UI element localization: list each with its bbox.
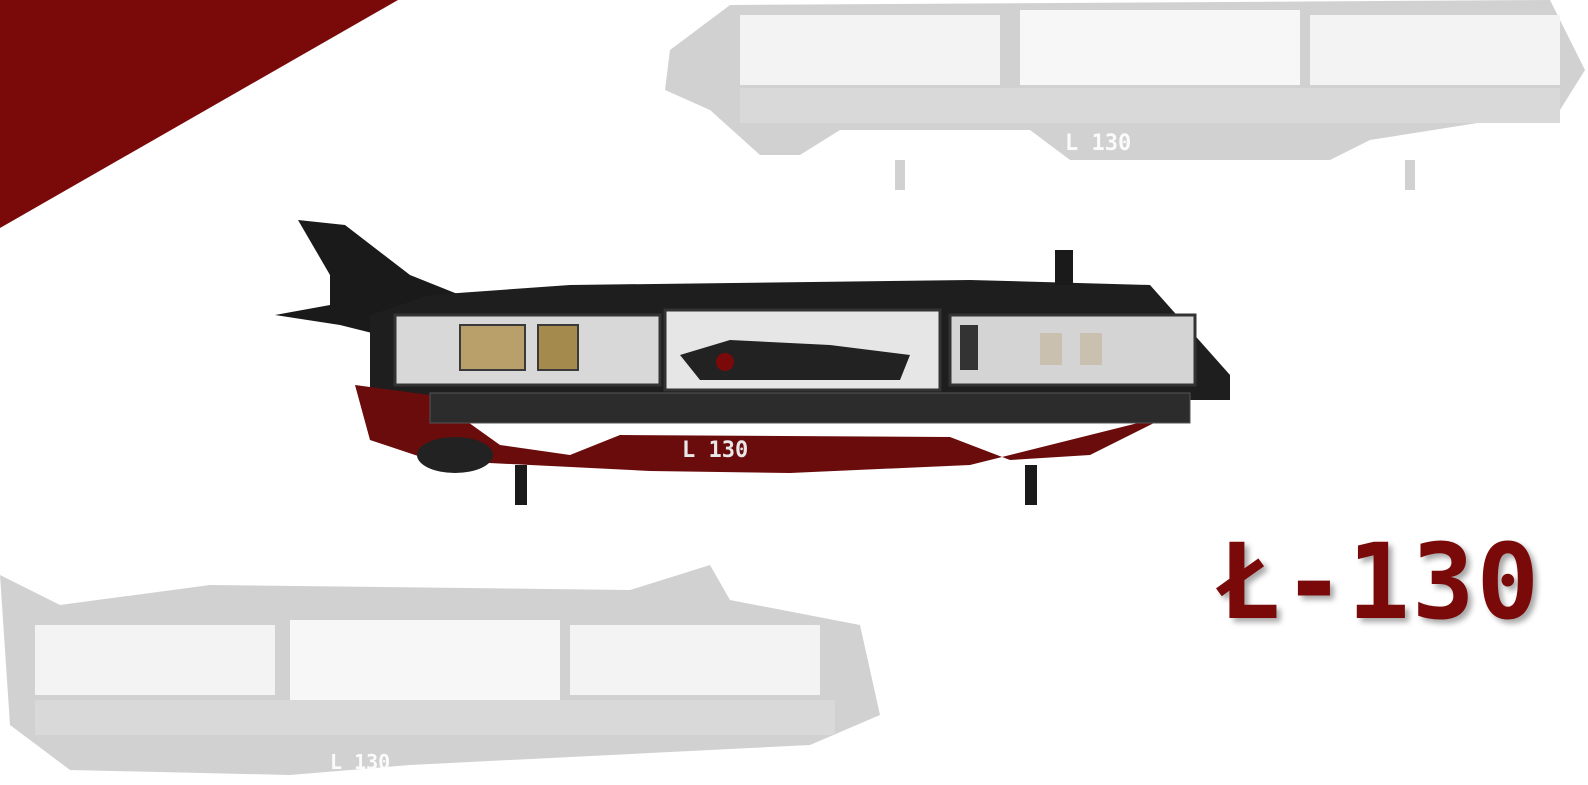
- interior-left: [393, 313, 662, 387]
- interior-right: [948, 313, 1197, 387]
- ghost-ship-bottom: L 130: [0, 565, 880, 775]
- lower-deck: [429, 392, 1191, 424]
- cargo-crate: [459, 324, 526, 371]
- ship-title: Ł-130: [1218, 521, 1542, 643]
- cargo-crate-2: [537, 324, 579, 371]
- emblem-icon: [716, 353, 734, 371]
- landing-gear-right: [1025, 465, 1037, 505]
- airship-main: L 130: [275, 220, 1230, 505]
- turret-icon: [1055, 250, 1073, 285]
- ghost-hull-label-top: L 130: [1065, 131, 1131, 156]
- docked-craft: [680, 340, 910, 380]
- hull-lower: [355, 385, 1230, 473]
- landing-gear-left: [515, 465, 527, 505]
- engine-pod: [417, 437, 493, 473]
- ghost-ship-top: L 130: [665, 0, 1585, 190]
- hull-label: L 130: [682, 438, 748, 463]
- ghost-hull-label-bottom: L 130: [330, 750, 390, 774]
